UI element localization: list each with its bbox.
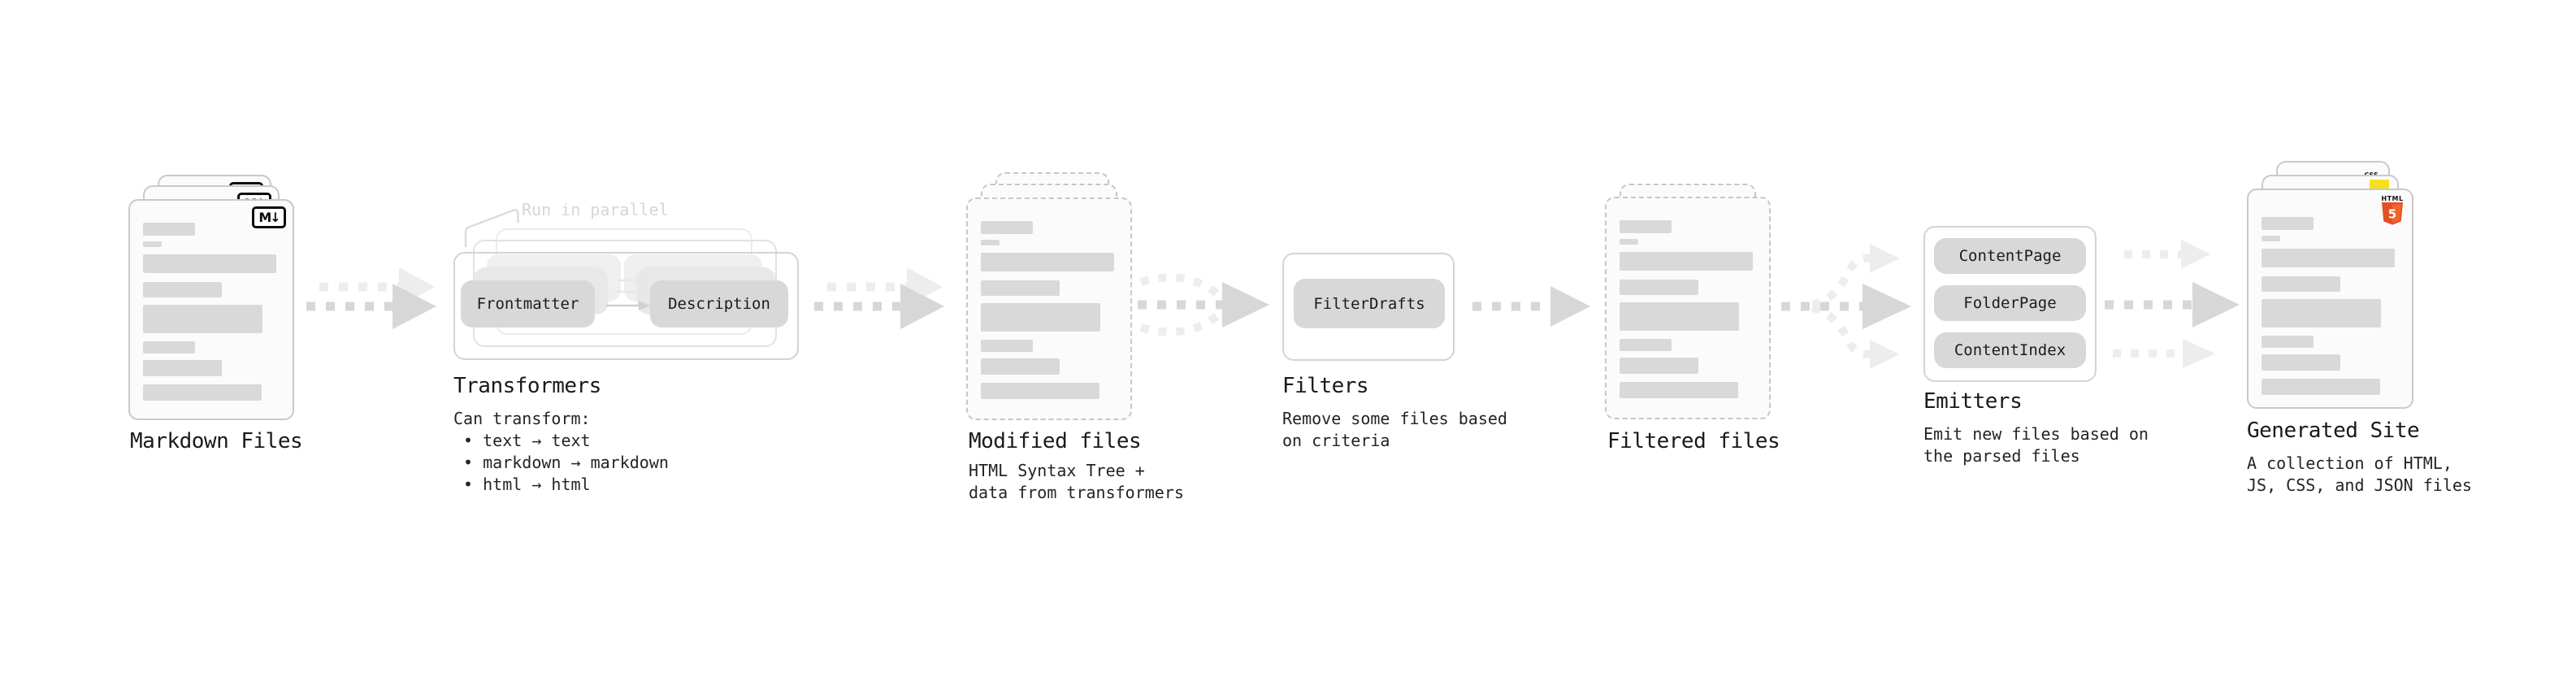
stage-title-filtered-files: Filtered files [1607,429,1780,453]
stage-title-transformers: Transformers [453,374,601,398]
skeleton-bar [981,303,1100,332]
plugin-frontmatter: Frontmatter [461,280,595,327]
skeleton-bar [143,341,195,354]
skeleton-bar [1620,239,1638,245]
skeleton-bar [981,383,1099,399]
plugin-contentpage: ContentPage [1934,238,2086,274]
plugin-contentindex: ContentIndex [1934,332,2086,368]
site-file-card: HTML 5 [2247,189,2413,409]
skeleton-bar [1620,252,1753,271]
markdown-file-card: M↓ [128,199,294,420]
skeleton-bar [143,305,262,333]
html5-icon: HTML 5 [2380,195,2405,227]
skeleton-bar [1620,382,1738,398]
skeleton-bar [2262,217,2314,230]
document-skeleton [981,221,1117,399]
stage-title-filters: Filters [1282,374,1369,398]
skeleton-bar [2262,379,2380,395]
skeleton-bar [1620,280,1698,295]
skeleton-bar [143,282,222,297]
stage-description-generated-site: A collection of HTML, JS, CSS, and JSON … [2247,453,2472,495]
filters-box [1282,253,1455,361]
run-in-parallel-note: Run in parallel [522,200,669,219]
skeleton-bar [981,280,1060,296]
document-skeleton [143,223,280,401]
markdown-icon: M↓ [252,206,286,228]
stage-description-emitters: Emit new files based on the parsed files [1923,424,2149,466]
skeleton-bar [1620,220,1672,233]
skeleton-bar [2262,236,2280,241]
modified-file-card [966,197,1132,420]
skeleton-bar [143,254,276,273]
stage-description-modified-files: HTML Syntax Tree + data from transformer… [969,461,1184,502]
html5-shield: 5 [2382,202,2403,225]
skeleton-bar [1620,339,1672,351]
plugin-description: Description [650,280,788,327]
plugin-folderpage: FolderPage [1934,285,2086,321]
document-skeleton [2262,217,2399,395]
skeleton-bar [143,241,162,247]
skeleton-bar [981,240,1000,245]
transformer-flow-arrows [606,276,650,310]
arrow-filtered-to-emitters [1781,244,1911,369]
skeleton-bar [981,340,1033,352]
arrow-filters-to-filtered [1472,286,1590,327]
skeleton-bar [981,221,1033,234]
transformers-box [453,252,799,360]
arrow-transformers-to-modified [814,267,944,329]
arrow-modified-to-filters [1138,273,1269,336]
skeleton-bar [2262,276,2340,292]
skeleton-bar [143,384,262,401]
stage-title-emitters: Emitters [1923,389,2023,414]
plugin-filterdrafts: FilterDrafts [1294,279,1445,328]
stage-description-transformers: Can transform: • text → text • markdown … [453,409,669,494]
skeleton-bar [2262,336,2314,348]
js-icon [2370,180,2389,189]
svg-text:5: 5 [2388,207,2396,222]
skeleton-bar [2262,249,2395,267]
skeleton-bar [1620,302,1739,331]
skeleton-bar [143,223,195,236]
skeleton-bar [2262,299,2381,327]
arrow-markdown-to-transformers [306,267,436,329]
stage-title-generated-site: Generated Site [2247,419,2420,443]
skeleton-bar [981,358,1060,375]
document-skeleton [1620,220,1756,398]
skeleton-bar [143,360,222,376]
emitters-box [1923,226,2097,382]
stage-title-modified-files: Modified files [969,429,1142,453]
filtered-file-card [1605,197,1771,419]
stage-title-markdown-files: Markdown Files [130,429,303,453]
skeleton-bar [981,253,1114,271]
stage-description-filters: Remove some files based on criteria [1282,409,1507,450]
arrow-emitters-to-site [2105,240,2240,368]
note-connector-line [464,209,519,247]
skeleton-bar [2262,354,2340,371]
skeleton-bar [1620,358,1698,374]
